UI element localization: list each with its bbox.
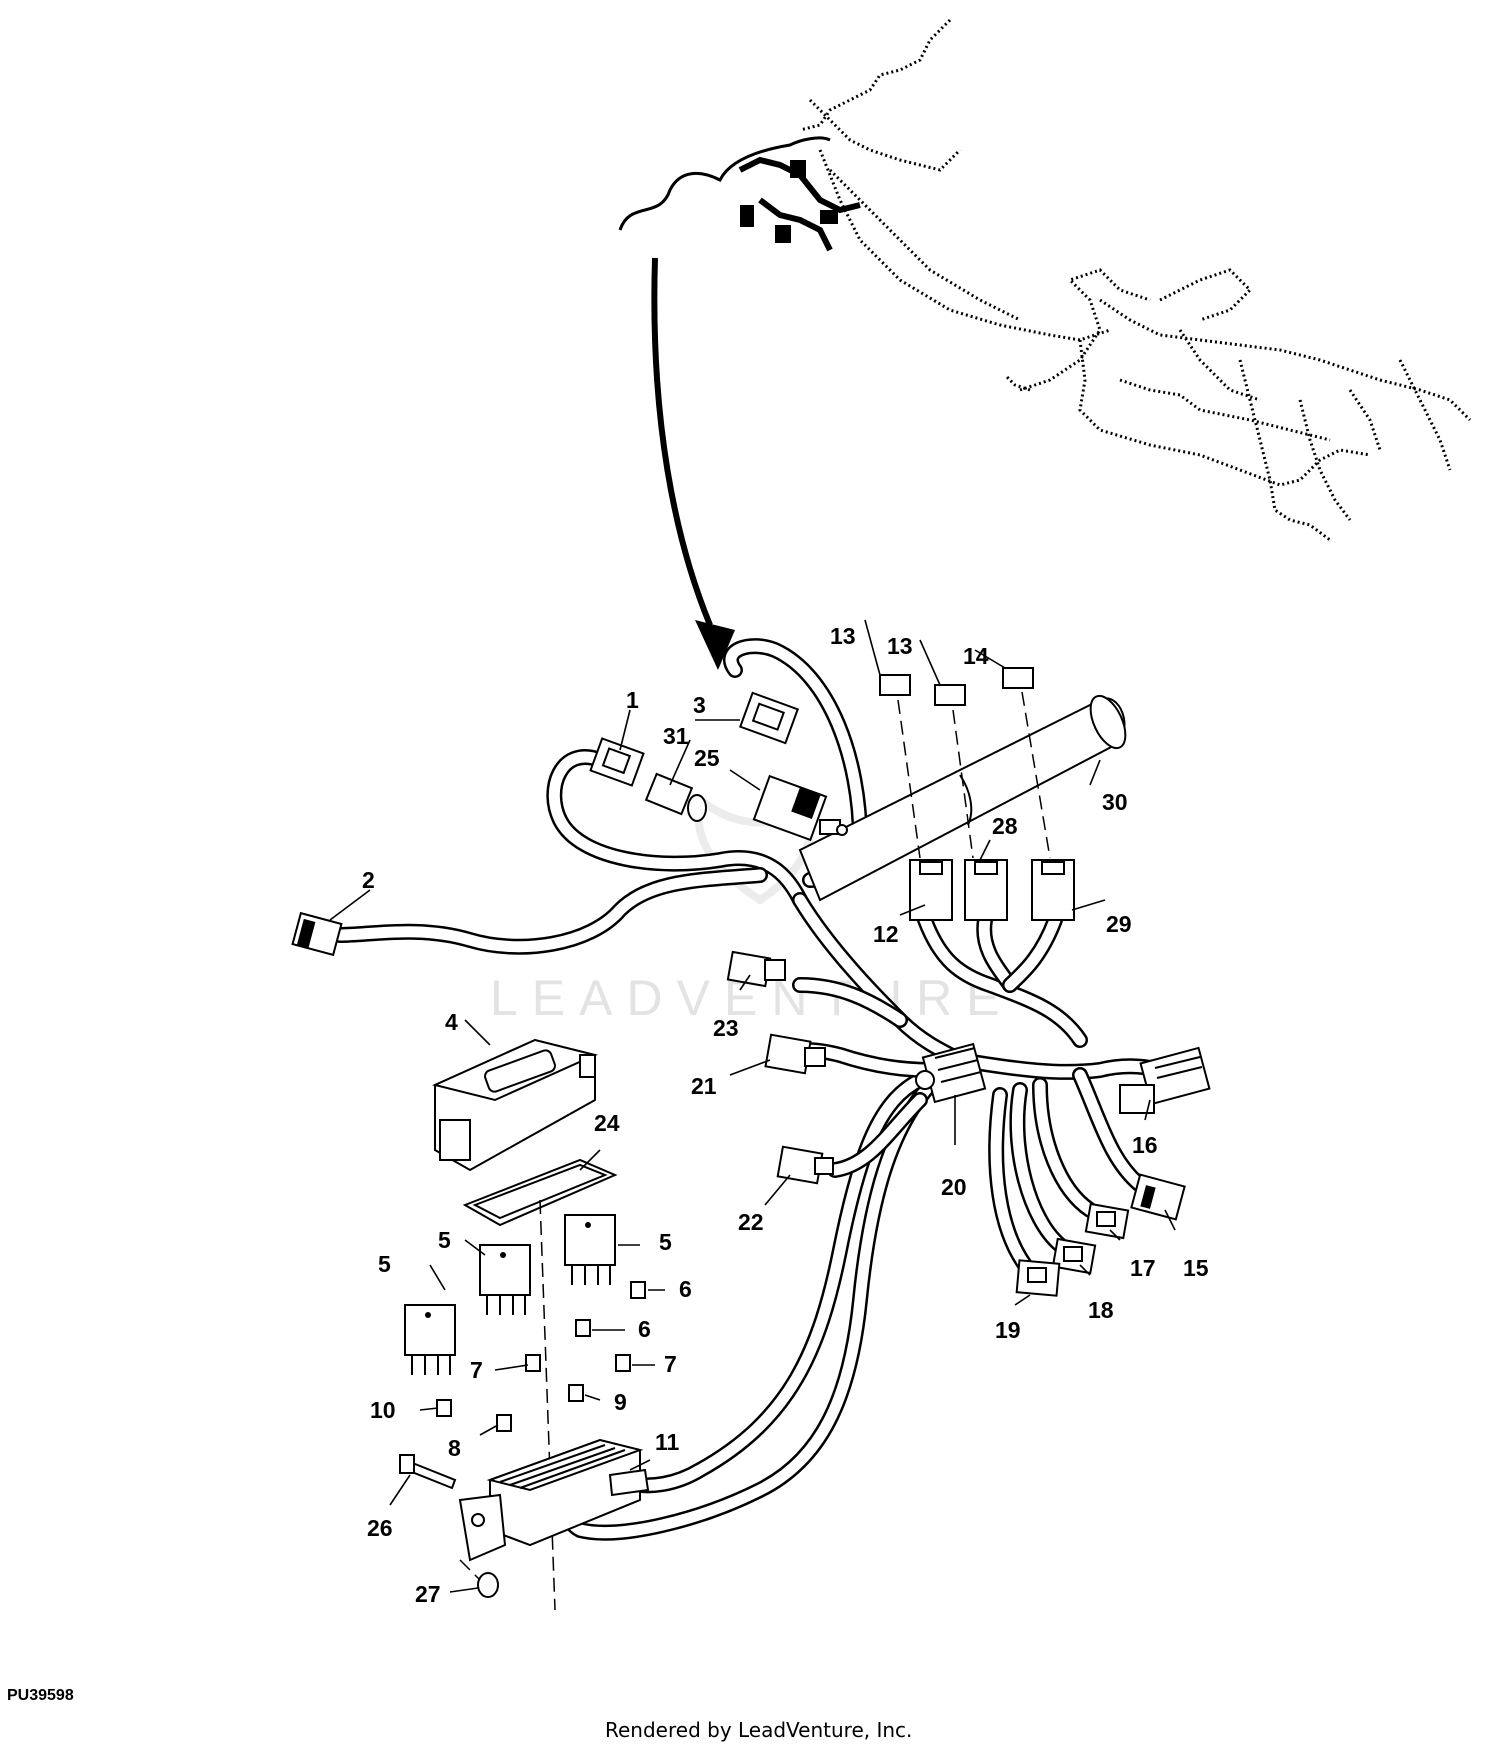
locator-arrow (651, 257, 735, 670)
callout-16: 16 (1132, 1132, 1158, 1158)
callout-10: 10 (370, 1397, 396, 1423)
switch-25 (752, 774, 848, 842)
fuse-block-11 (458, 1438, 650, 1562)
callout-6-upper: 6 (679, 1276, 692, 1302)
callout-5-right: 5 (659, 1229, 672, 1255)
connector-22 (776, 1145, 834, 1185)
relay-socket-12 (909, 859, 953, 921)
callout-29: 29 (1106, 911, 1132, 937)
callout-5-middle: 5 (438, 1227, 451, 1253)
leader-lines (329, 619, 1176, 1593)
callout-13-right: 13 (887, 633, 913, 659)
connector-18 (1051, 1237, 1097, 1275)
nut-27 (477, 1572, 499, 1598)
callout-19: 19 (995, 1317, 1021, 1343)
relay-5-a (404, 1304, 456, 1375)
relay-5-b (479, 1244, 531, 1315)
render-credit: Rendered by LeadVenture, Inc. (605, 1718, 913, 1742)
callout-20: 20 (941, 1174, 967, 1200)
connector-3 (739, 691, 799, 745)
overview-harness-outline (618, 18, 1472, 542)
connector-2 (291, 911, 343, 957)
callout-25: 25 (694, 745, 720, 771)
callout-8: 8 (448, 1435, 461, 1461)
bolt-26 (399, 1454, 457, 1490)
callout-27: 27 (415, 1581, 441, 1607)
callout-labels: 1 2 3 4 5 5 5 6 6 7 7 8 9 10 11 12 13 13… (362, 623, 1209, 1607)
switch-31 (644, 772, 707, 822)
connector-16 (1119, 1046, 1211, 1114)
relay-socket-28 (964, 859, 1008, 921)
callout-2: 2 (362, 867, 375, 893)
callout-3: 3 (693, 692, 706, 718)
callout-24: 24 (594, 1110, 620, 1136)
figure-code: PU39598 (7, 1687, 74, 1704)
callout-5-left: 5 (378, 1251, 391, 1277)
callout-31: 31 (663, 723, 689, 749)
callout-7-right: 7 (664, 1351, 677, 1377)
main-harness (332, 638, 1168, 1541)
callout-11: 11 (655, 1429, 680, 1455)
gasket-24 (462, 1158, 618, 1227)
callout-7-left: 7 (470, 1357, 483, 1383)
connector-15 (1130, 1173, 1186, 1221)
fuse-tabs-13-14 (879, 667, 1034, 706)
callout-15: 15 (1183, 1255, 1209, 1281)
connector-20 (915, 1042, 987, 1104)
mini-fuses (436, 1281, 646, 1432)
callout-17: 17 (1130, 1255, 1156, 1281)
fuse-cover-4 (431, 1038, 599, 1172)
callout-22: 22 (738, 1209, 764, 1235)
connector-21 (764, 1033, 826, 1075)
callout-30: 30 (1102, 789, 1128, 815)
callout-14: 14 (963, 643, 989, 669)
callout-28: 28 (992, 813, 1018, 839)
callout-6-lower: 6 (638, 1316, 651, 1342)
callout-9: 9 (614, 1389, 627, 1415)
connector-1 (589, 737, 645, 787)
callout-4: 4 (445, 1009, 458, 1035)
relay-5-c (564, 1214, 616, 1285)
callout-18: 18 (1088, 1297, 1114, 1323)
callout-21: 21 (691, 1073, 717, 1099)
connector-23 (726, 950, 786, 988)
callout-12: 12 (873, 921, 899, 947)
callout-23: 23 (713, 1015, 739, 1041)
callout-26: 26 (367, 1515, 393, 1541)
relay-socket-29 (1031, 859, 1075, 921)
connector-17 (1084, 1202, 1130, 1240)
callout-13-left: 13 (830, 623, 856, 649)
callout-1: 1 (626, 687, 639, 713)
connector-19 (1015, 1259, 1061, 1297)
